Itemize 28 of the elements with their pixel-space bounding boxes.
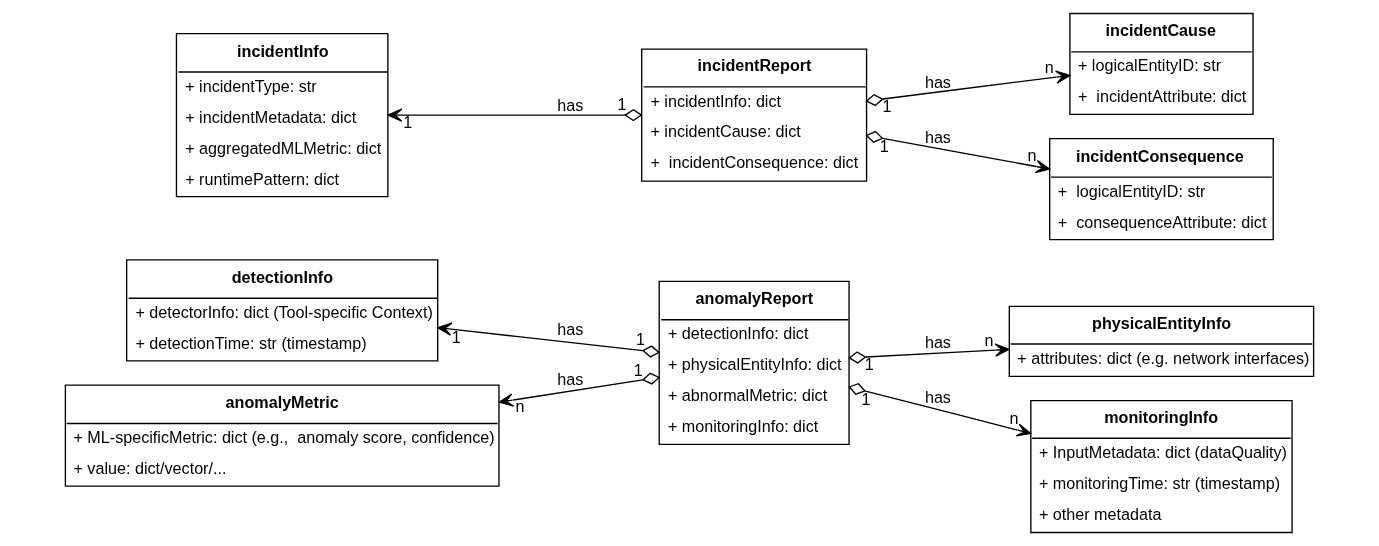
arrow bbox=[387, 108, 643, 122]
arrow bbox=[437, 322, 661, 358]
label: 1 bbox=[403, 113, 413, 132]
label: 1 bbox=[882, 96, 892, 115]
label: n bbox=[515, 397, 525, 416]
edge-label: has bbox=[924, 332, 951, 351]
label: 1 bbox=[864, 355, 874, 374]
edge-label: has bbox=[557, 95, 584, 114]
edge-label: has bbox=[924, 127, 951, 146]
edge-label: has bbox=[924, 387, 951, 406]
label: n bbox=[984, 330, 994, 349]
arrow bbox=[848, 343, 1010, 364]
arrow bbox=[498, 372, 661, 407]
edge-label: has bbox=[924, 72, 951, 91]
label: 1 bbox=[617, 95, 627, 114]
arrow bbox=[848, 382, 1032, 437]
label: 1 bbox=[636, 330, 646, 349]
arrow bbox=[865, 130, 1051, 174]
label: 1 bbox=[879, 137, 889, 156]
label: n bbox=[1027, 145, 1037, 164]
label: 1 bbox=[633, 360, 643, 379]
label: 1 bbox=[861, 389, 871, 408]
label: 1 bbox=[451, 328, 461, 347]
label: n bbox=[1009, 408, 1019, 427]
label: n bbox=[1044, 57, 1054, 76]
edge-label: has bbox=[557, 320, 584, 339]
arrow bbox=[865, 70, 1071, 107]
edge-label: has bbox=[557, 370, 584, 389]
